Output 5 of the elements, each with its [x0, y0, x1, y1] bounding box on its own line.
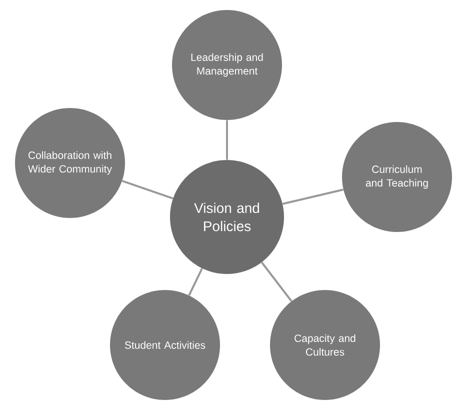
connector-line [188, 268, 203, 296]
connector-line [122, 180, 174, 200]
connector-line [282, 188, 344, 205]
connector-line [260, 262, 292, 302]
connector-line [226, 120, 228, 160]
